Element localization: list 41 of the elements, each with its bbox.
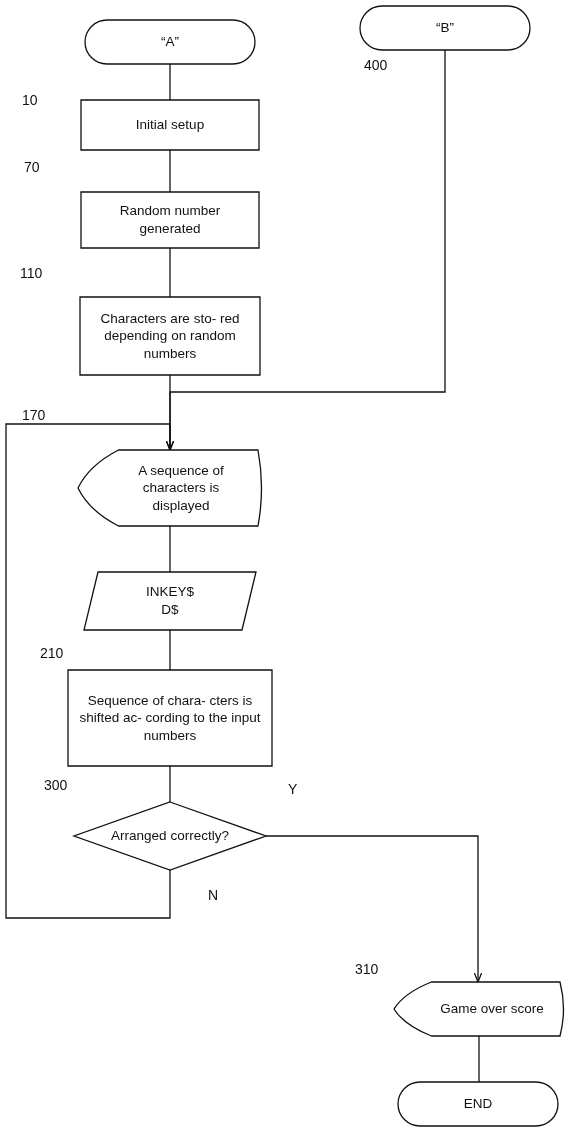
terminal-box	[360, 6, 530, 50]
display-box	[394, 982, 564, 1036]
process-box	[80, 297, 260, 375]
connector-line	[169, 63, 171, 101]
edge-label: N	[208, 888, 219, 902]
node-label: “B”	[436, 19, 454, 37]
node-label: D$	[161, 601, 179, 619]
step-number: 10	[22, 93, 38, 107]
node-label: Arranged correctly?	[111, 827, 229, 845]
node-label: Game over score	[440, 1000, 544, 1018]
step-number: 210	[40, 646, 64, 660]
node-label: “A”	[161, 33, 179, 51]
step-number: 110	[20, 266, 43, 280]
process-box	[81, 100, 259, 150]
connector-line	[169, 765, 171, 803]
step-number: 170	[22, 408, 46, 422]
step-number: 300	[44, 778, 68, 792]
decision-diamond	[74, 802, 266, 870]
node-label: Random number generated	[118, 202, 222, 238]
arrow	[5, 423, 175, 919]
node-label: Initial setup	[135, 116, 205, 134]
node-label: END	[463, 1095, 493, 1113]
step-number: 310	[355, 962, 379, 976]
connector-line	[478, 1035, 480, 1083]
terminal-box	[85, 20, 255, 64]
connector-line	[169, 247, 171, 298]
connector-line	[169, 525, 171, 573]
input-box	[84, 572, 256, 630]
process-box	[81, 192, 259, 248]
node-label: Characters are sto- red depending on random numbers	[99, 309, 241, 363]
edge-label: Y	[288, 782, 298, 796]
arrow	[265, 835, 483, 983]
connector-line	[169, 629, 171, 671]
display-box	[78, 450, 262, 526]
terminal-box	[398, 1082, 558, 1126]
node-label: A sequence of characters is displayed	[137, 461, 225, 515]
process-box	[68, 670, 272, 766]
node-label: Sequence of chara- cters is shifted ac- cording to the input numbers	[78, 691, 262, 745]
connector-line	[169, 149, 171, 193]
step-number: 70	[24, 160, 40, 174]
node-label: INKEY$	[146, 583, 194, 601]
